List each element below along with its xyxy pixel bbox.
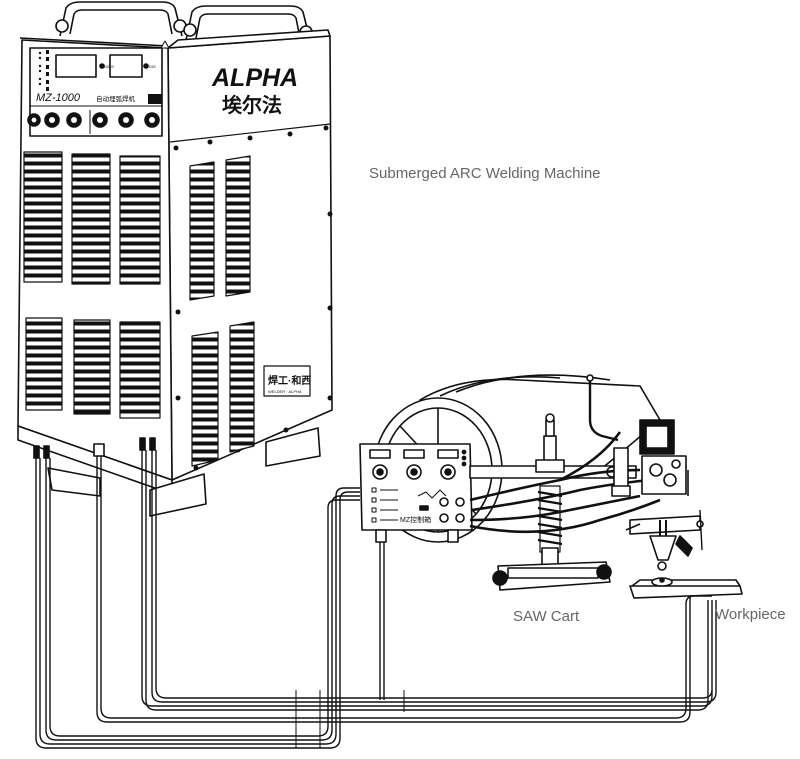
model-label: MZ-1000 — [36, 92, 81, 104]
display-right-unit: DIS — [149, 64, 156, 69]
display-left — [55, 54, 97, 78]
workpiece-caption: Workpiece — [715, 606, 786, 623]
machine-foot-mid — [149, 473, 207, 517]
workpiece — [629, 577, 743, 599]
model-subtitle: 自动埋弧焊机 — [96, 94, 136, 103]
cart-caption: SAW Cart — [513, 608, 580, 625]
side-badge-text: 焊工·和西 — [268, 374, 311, 387]
cart-base — [492, 561, 612, 591]
side-badge-subtext: WELDER · ALPHA — [268, 389, 302, 394]
cart-column — [535, 413, 565, 567]
display-left-unit: DIGS — [104, 64, 114, 69]
side-vents — [189, 155, 255, 467]
saw-cart: MZ控制箱 — [359, 374, 743, 599]
indicator-leds — [38, 50, 49, 91]
controller-box: MZ控制箱 — [359, 443, 473, 543]
brand-logo: ALPHA — [211, 64, 298, 92]
machine-foot-right — [265, 427, 321, 467]
display-right — [109, 54, 143, 78]
welding-head — [611, 419, 704, 571]
controller-label: MZ控制箱 — [400, 515, 431, 524]
control-knobs — [27, 112, 160, 128]
welding-machine: DIGS DIS MZ-1000 自动埋弧焊机 ALPHA 埃尔法 — [17, 1, 333, 517]
machine-caption: Submerged ARC Welding Machine — [369, 165, 601, 182]
side-bolts — [173, 125, 333, 471]
front-vents-lower — [25, 317, 161, 419]
brand-logo-cn: 埃尔法 — [222, 93, 282, 117]
front-vents-upper — [23, 151, 161, 285]
cables — [35, 450, 717, 749]
machine-foot-left — [47, 467, 101, 497]
warning-triangle-icon — [160, 40, 170, 49]
machine-handle-left — [55, 1, 187, 37]
side-badge — [263, 365, 311, 397]
